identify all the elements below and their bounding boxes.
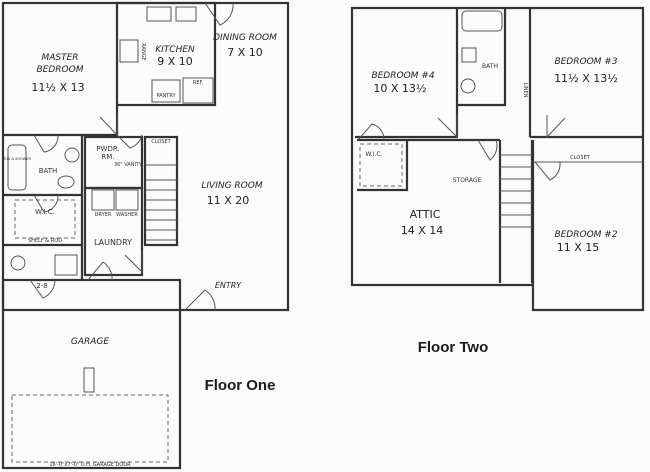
wic-label-2: W.I.C. [366,151,383,158]
closet-label-2: CLOSET [570,155,590,161]
living-room-label: LIVING ROOM [201,181,262,191]
master-bedroom-label-2: BEDROOM [37,65,84,75]
floor-one-stairs [145,179,177,241]
floor-two-title: Floor Two [418,339,489,356]
dining-room-size: 7 X 10 [227,46,263,59]
garage-door-label: 16'-0"x7'-0" O.H. GARAGE DOOR [49,462,131,468]
floor-one-fixtures [7,6,214,463]
wic-label: W.I.C. [35,208,55,216]
floor-two-walls [350,6,645,312]
powder-room-label: PWDR. [96,145,119,153]
living-room-size: 11 X 20 [207,194,250,207]
bedroom-3-size: 11½ X 13½ [554,72,618,85]
bedroom-3-label: BEDROOM #3 [554,57,617,67]
attic-size: 14 X 14 [401,224,444,237]
dining-room-label: DINING ROOM [213,33,277,43]
floor-two-stairs [500,154,532,228]
floor-one-title: Floor One [205,377,276,394]
door-size-label: 2-8 [36,282,47,290]
shelf-label: SHELF & ROD [28,238,62,244]
floor-one-doors [29,2,234,311]
closet-label: CLOSET [151,139,171,145]
bedroom-4-size: 10 X 13½ [373,82,426,95]
dryer-label: DRYER [95,212,112,218]
bedroom-2-label: BEDROOM #2 [554,230,617,240]
laundry-label: LAUNDRY [94,238,132,247]
pantry-label: PANTRY [156,93,176,99]
vanity-label: 36" VANITY [114,162,143,168]
storage-label: STORAGE [453,177,482,184]
kitchen-label: KITCHEN [155,45,195,55]
master-bedroom-label: MASTER [41,53,78,63]
bath-label: BATH [39,167,58,175]
washer-label: WASHER [116,212,138,218]
bath-label-2: BATH [482,63,498,70]
garage-label: GARAGE [71,337,110,347]
refrigerator-label: REF. [193,80,204,86]
kitchen-size: 9 X 10 [157,55,193,68]
master-bedroom-size: 11½ X 13 [31,81,84,94]
range-label: RANGE [140,43,146,60]
linen-label: LINEN [522,83,528,98]
tub-label: TUB & SHOWER [2,157,31,161]
entry-label: ENTRY [215,281,242,290]
powder-room-label-2: RM. [101,153,114,161]
bedroom-4-label: BEDROOM #4 [371,71,434,81]
attic-label: ATTIC [410,208,441,221]
floor-two-fixtures [359,10,503,187]
floor-two-doors [357,115,566,181]
bedroom-2-size: 11 X 15 [557,241,600,254]
